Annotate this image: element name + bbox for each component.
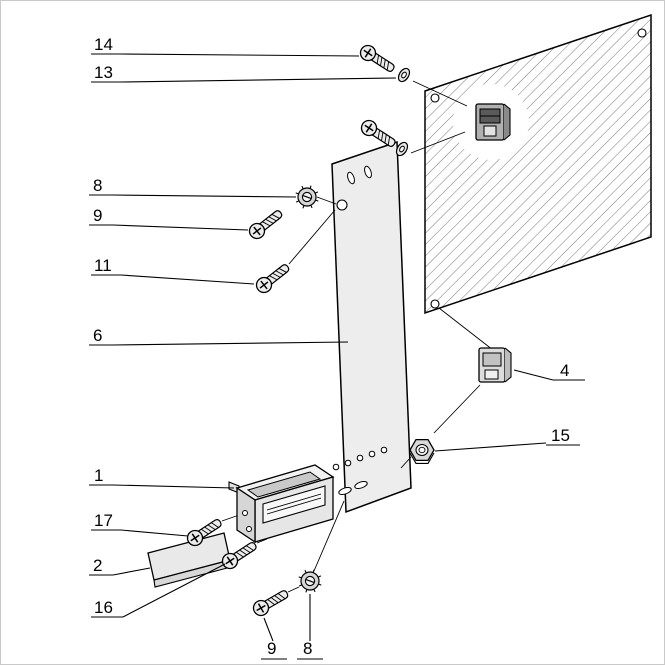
handle-hole <box>246 526 252 532</box>
part-label-4: 4 <box>560 361 569 380</box>
part-label-11: 11 <box>94 256 112 275</box>
panel-slot <box>338 486 352 496</box>
handle-hole <box>242 510 248 516</box>
part-label-9-top: 9 <box>93 206 102 225</box>
screw-9-top <box>245 205 287 243</box>
part-label-15: 15 <box>551 426 570 445</box>
panel-slot <box>354 480 368 490</box>
front-panel <box>331 140 412 514</box>
panel-hole <box>336 199 348 211</box>
part-label-14: 14 <box>94 35 113 54</box>
board-hole <box>430 93 440 103</box>
part-label-13: 13 <box>94 63 113 82</box>
captive-nut-8-bottom <box>294 565 326 597</box>
leader-lines <box>89 53 585 660</box>
screw-9-bottom <box>250 585 292 619</box>
part-label-1: 1 <box>94 466 103 485</box>
board-hole <box>637 28 647 38</box>
clip-4 <box>478 347 512 383</box>
part-label-6: 6 <box>93 326 102 345</box>
screw-14 <box>356 41 398 77</box>
panel-slot <box>364 165 372 179</box>
part-label-9-bottom: 9 <box>267 639 276 658</box>
part-label-8-bottom: 8 <box>303 639 312 658</box>
part-label-8-top: 8 <box>93 176 102 195</box>
part-label-17: 17 <box>94 511 113 530</box>
panel-bottom-holes <box>332 446 388 471</box>
panel-slot <box>347 171 355 185</box>
part-label-16: 16 <box>94 598 113 617</box>
hex-nut-15 <box>409 438 435 464</box>
screw-upper-second <box>357 116 399 152</box>
part-label-2: 2 <box>93 556 102 575</box>
extractor-handle <box>228 464 335 544</box>
card-holder-clip-mounted <box>475 103 511 141</box>
washer-13 <box>395 65 413 85</box>
screw-11 <box>252 259 294 297</box>
board-hole <box>430 299 440 309</box>
assembly-lines <box>221 80 494 593</box>
mounting-board <box>424 13 652 315</box>
part-labels: 14 13 8 9 11 6 1 17 2 16 4 15 9 8 <box>93 35 570 658</box>
handle-label-window <box>262 485 326 524</box>
